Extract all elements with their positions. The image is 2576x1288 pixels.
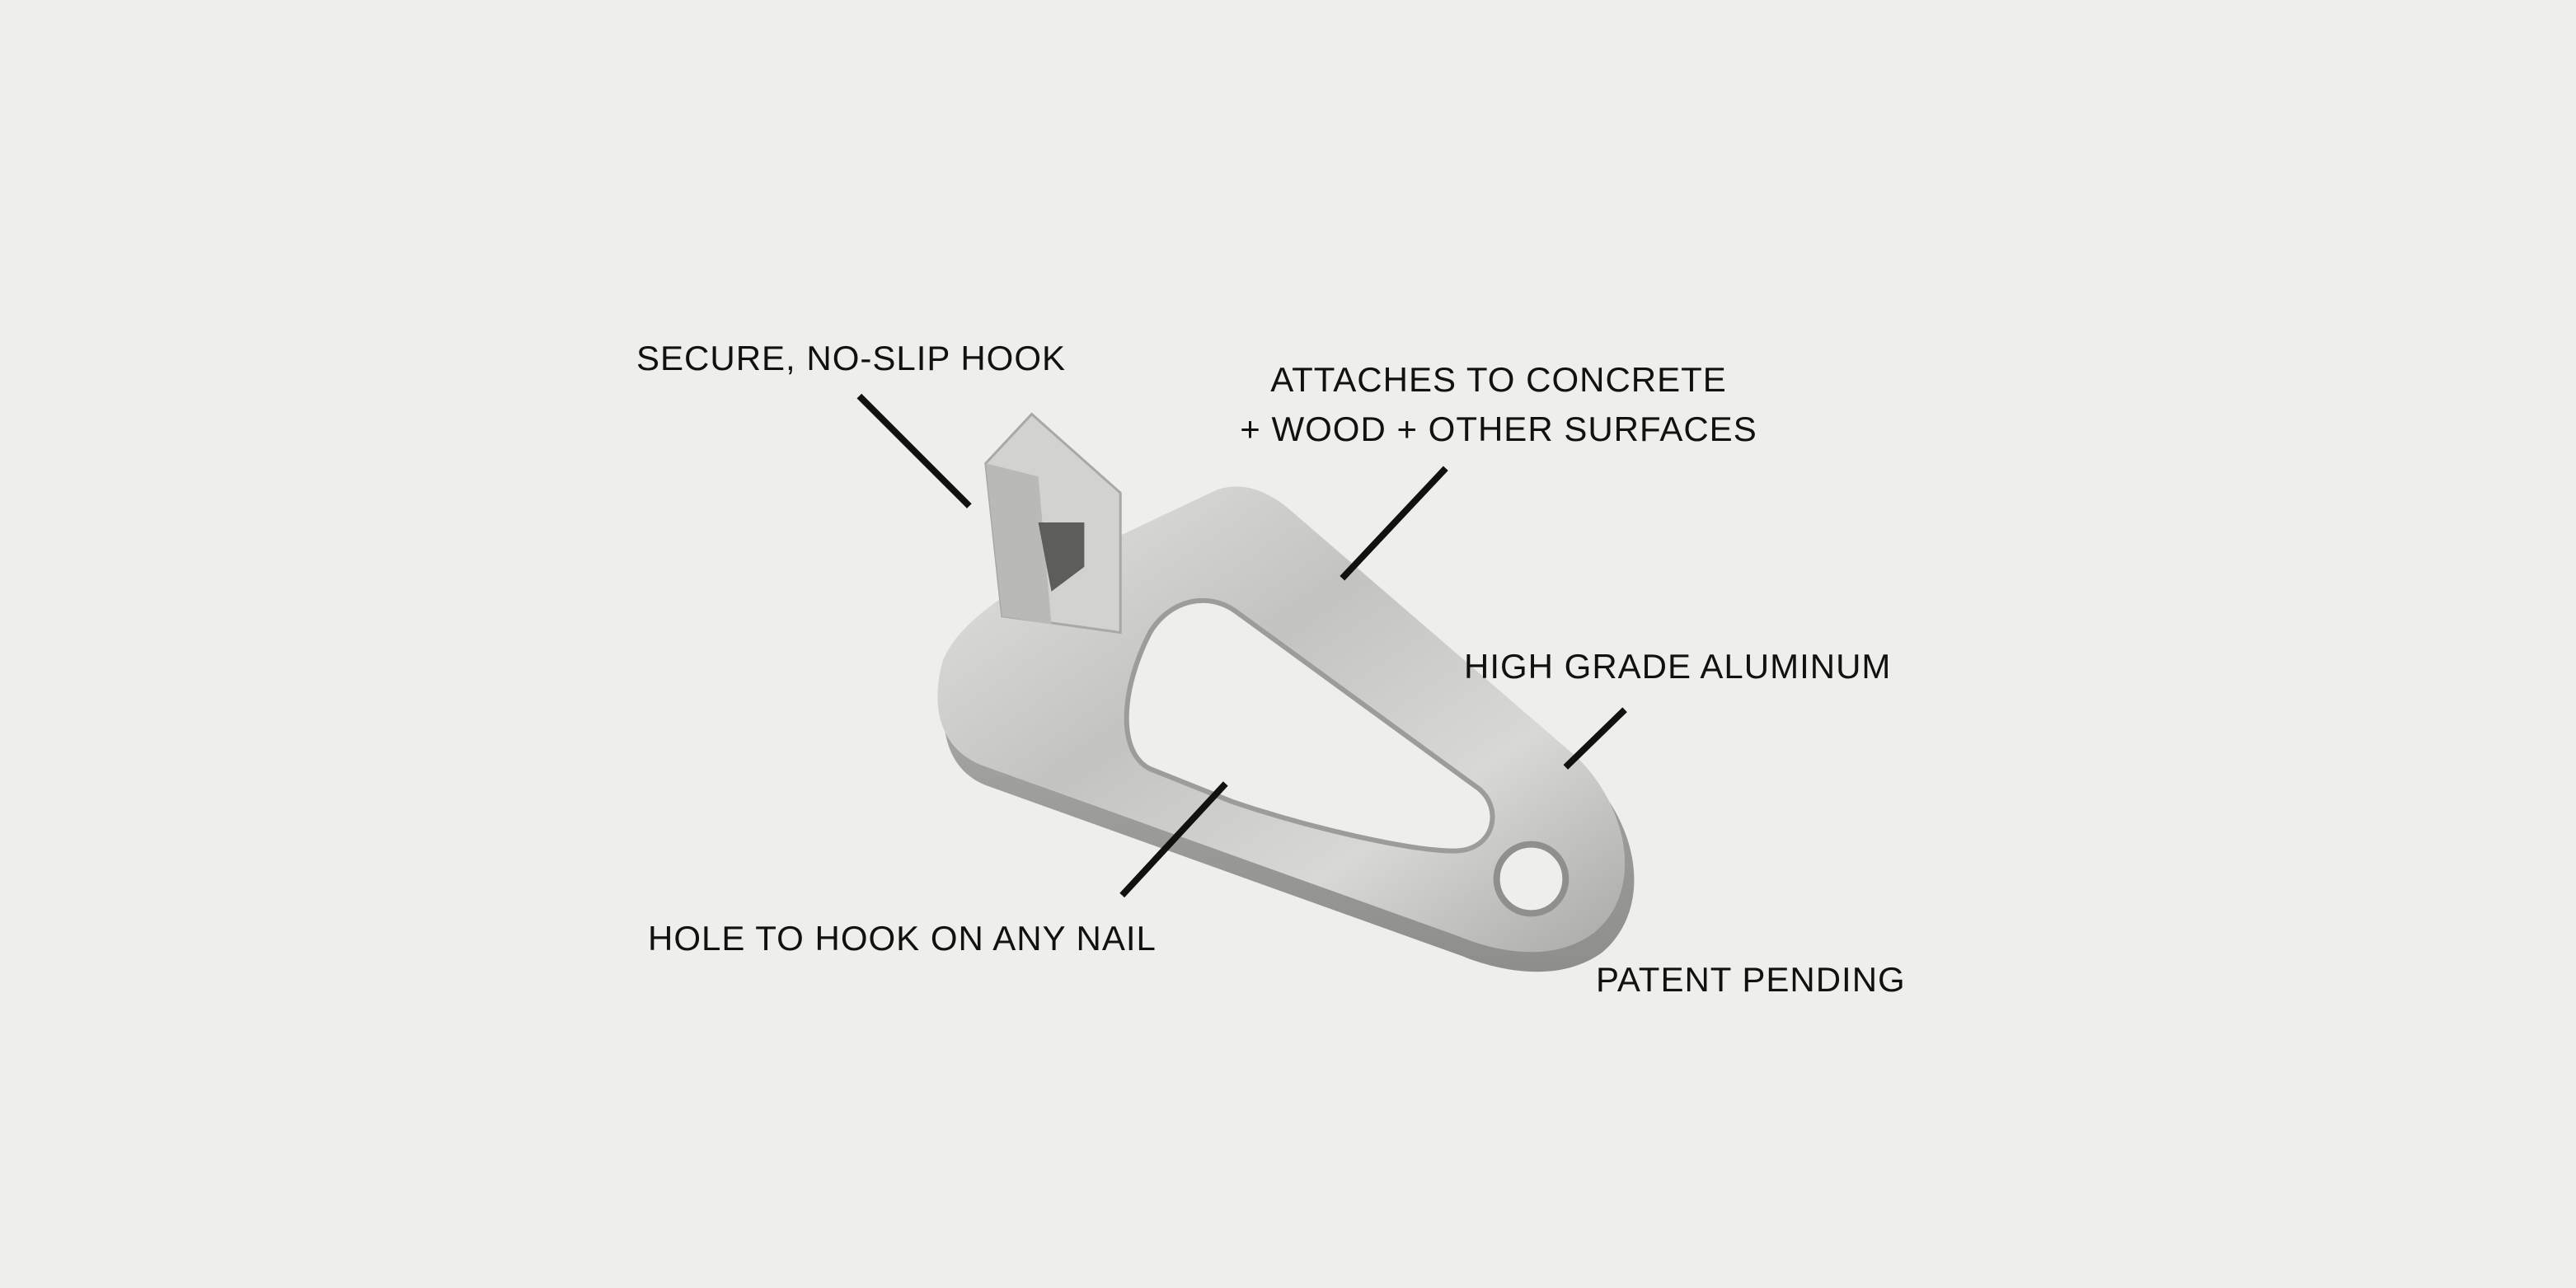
material-callout-label: HIGH GRADE ALUMINUM [1464,647,1892,686]
nail-hole [1493,841,1570,917]
material-callout-line [1563,707,1627,770]
callout-lines [856,393,1627,898]
patent-label: PATENT PENDING [1596,960,1906,999]
attaches-callout-label-line2: + WOOD + OTHER SURFACES [1240,410,1757,448]
attaches-callout-line [1340,466,1448,581]
hook-callout-line [856,393,972,508]
hole-callout-label: HOLE TO HOOK ON ANY NAIL [648,919,1157,958]
aluminum-hook [937,412,1635,972]
hook-callout-label: SECURE, NO-SLIP HOOK [636,339,1067,377]
hole-callout-line [1119,781,1228,898]
attaches-callout-label-line1: ATTACHES TO CONCRETE [1270,360,1727,399]
